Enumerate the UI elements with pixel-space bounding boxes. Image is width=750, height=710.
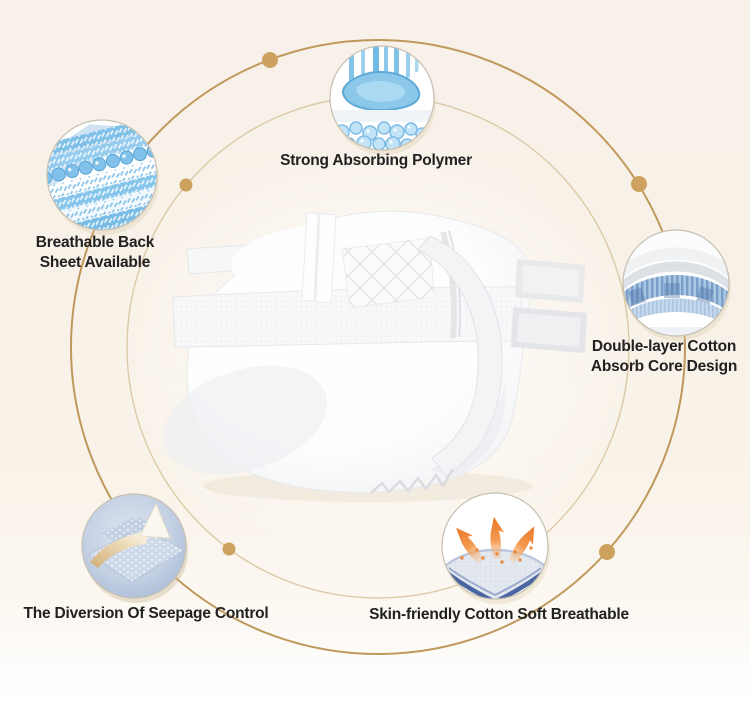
polymer-absorption-icon xyxy=(329,45,436,155)
orbit-dot xyxy=(262,52,278,68)
feature-label-seepage-control: The Diversion Of Seepage Control xyxy=(23,605,269,622)
diaper-product-image xyxy=(162,210,587,502)
orbit-rings xyxy=(70,39,686,655)
feature-label-skin-friendly-breathable: Skin-friendly Cotton Soft Breathable xyxy=(369,606,629,623)
breathable-back-sheet-icon xyxy=(46,119,159,235)
seepage-diversion-icon xyxy=(81,493,188,603)
label-line: Absorb Core Design xyxy=(590,358,738,375)
label-line: Sheet Available xyxy=(39,254,151,271)
feature-label-strong-absorbing-polymer: Strong Absorbing Polymer xyxy=(280,152,472,169)
label-line: Breathable Back xyxy=(35,234,155,251)
feature-label-breathable-back-sheet: Breathable Back Sheet Available xyxy=(35,233,155,273)
label-line: Double-layer Cotton xyxy=(591,338,737,355)
breathable-arrows-icon xyxy=(441,492,550,604)
orbit-dot xyxy=(222,542,236,556)
orbit-dot xyxy=(179,178,193,192)
orbit-dot xyxy=(599,544,615,560)
orbit-dot xyxy=(631,176,647,192)
feature-label-double-layer-cotton-core: Double-layer Cotton Absorb Core Design xyxy=(591,337,737,377)
